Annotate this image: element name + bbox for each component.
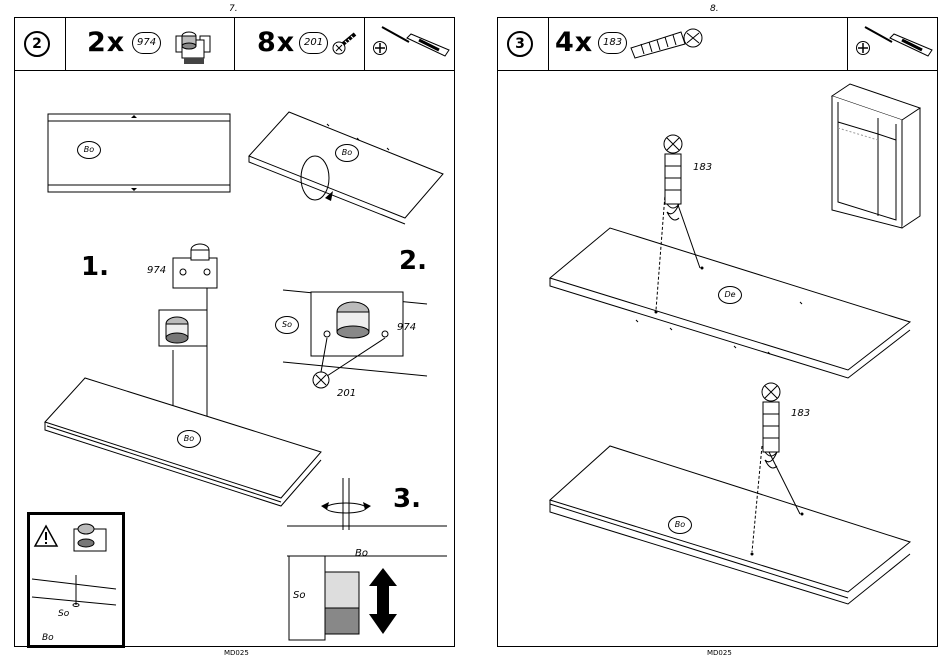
dowel-183-top: [658, 132, 688, 232]
footer-code-left: MD025: [224, 649, 249, 657]
clip-974-exploded: [153, 240, 233, 370]
part-974-detail-callout: 974: [397, 322, 416, 333]
qty-201: 8x: [257, 27, 295, 58]
dowel-183-icon: [627, 26, 711, 60]
step-cell: 2: [15, 18, 66, 70]
step-number-badge-right: 3: [507, 31, 533, 57]
part-183-callout-top: 183: [693, 162, 712, 173]
dowel-183-bottom: [756, 380, 786, 480]
label-so-warning: So: [58, 609, 69, 619]
substep-2-label: 2.: [399, 246, 427, 276]
left-instruction-page: 2 2x 974 8x 201: [14, 17, 455, 647]
page-number-left: 7.: [229, 4, 238, 14]
qty-974: 2x: [87, 27, 125, 58]
tool-cell-right: [848, 18, 937, 70]
label-bo-lower: Bo: [668, 516, 692, 534]
right-instruction-page: 3 4x 183: [497, 17, 938, 647]
label-bo-rotated: Bo: [335, 144, 359, 162]
label-de: De: [718, 286, 742, 304]
warning-shelf-diagram: [30, 575, 118, 639]
label-bo-flat: Bo: [77, 141, 101, 159]
step-number-badge: 2: [24, 31, 50, 57]
label-so-detail: So: [275, 316, 299, 334]
right-header: 3 4x 183: [498, 18, 937, 71]
left-header: 2 2x 974 8x 201: [15, 18, 454, 71]
screwdriver-icon-right: [862, 24, 934, 60]
part-label-201: 201: [299, 32, 328, 54]
clip-mounting-detail: [281, 276, 431, 406]
part-label-974: 974: [132, 32, 161, 54]
warning-box: So Bo: [27, 512, 125, 648]
part-label-183: 183: [598, 32, 627, 54]
part-183-callout-bottom: 183: [791, 408, 810, 419]
substep-1-label: 1.: [81, 252, 109, 282]
shelf-bo-flat: [47, 113, 232, 195]
qty-183: 4x: [555, 27, 593, 58]
tool-cell: [365, 18, 454, 70]
part-183-cell: 4x 183: [549, 18, 848, 70]
shelf-bo-rotated: [247, 108, 447, 223]
panel-bo-lower: [538, 416, 918, 616]
screw-201-icon: [331, 30, 359, 58]
label-bo-warning: Bo: [42, 633, 54, 643]
label-bo-step3: Bo: [355, 548, 368, 559]
part-201-cell: 8x 201: [235, 18, 365, 70]
page-number-right: 8.: [710, 4, 719, 14]
label-so-step3: So: [293, 590, 305, 601]
clip-974-icon: [172, 22, 216, 66]
step-cell-right: 3: [498, 18, 549, 70]
clip-974-warning: [70, 521, 110, 557]
cam-tightening-detail: [287, 476, 452, 646]
part-974-cell: 2x 974: [66, 18, 235, 70]
warning-icon: [34, 525, 58, 547]
part-201-detail-callout: 201: [337, 388, 356, 399]
label-bo-main: Bo: [177, 430, 201, 448]
footer-code-right: MD025: [707, 649, 732, 657]
screwdriver-icon: [379, 24, 451, 60]
